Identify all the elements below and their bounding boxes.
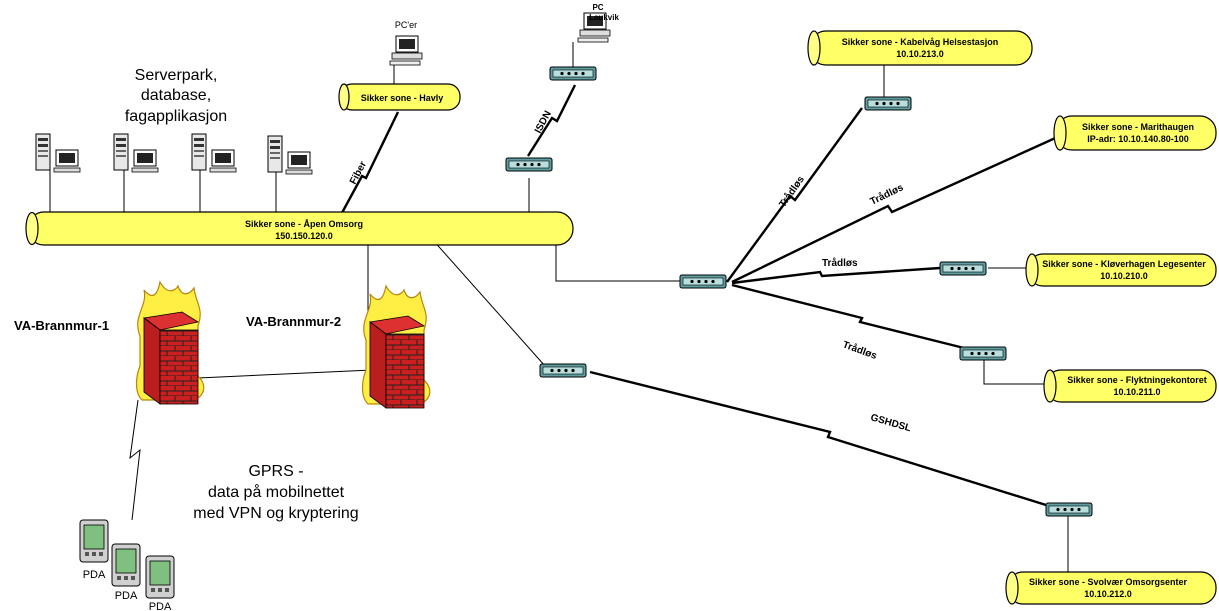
gshdsl-label: GSHDSL bbox=[869, 412, 912, 434]
zone-flyktning: Sikker sone - Flyktningekontoret 10.10.2… bbox=[1043, 369, 1217, 403]
bus-to-gshdsl-modem-link bbox=[423, 229, 546, 367]
zone-havly: Sikker sone - Havly bbox=[338, 83, 461, 111]
firewall-2-label: VA-Brannmur-2 bbox=[246, 314, 341, 329]
wireless-flyktning bbox=[731, 283, 965, 350]
modem-kloverhagen-icon bbox=[939, 261, 987, 276]
pda-2-icon bbox=[111, 543, 141, 587]
fiber-link bbox=[335, 111, 400, 223]
pda-3-icon bbox=[145, 555, 175, 599]
svg-text:fagapplikasjon: fagapplikasjon bbox=[125, 108, 227, 125]
zone-kloverhagen-ip: 10.10.210.0 bbox=[1100, 271, 1148, 281]
fiber-label: Fiber bbox=[348, 160, 369, 187]
zone-havly-name: Sikker sone - Havly bbox=[361, 93, 444, 103]
laukvik-label-2: Laukvik bbox=[589, 13, 619, 22]
modem-svolvaer-icon bbox=[1045, 502, 1093, 517]
firewall-1-icon bbox=[135, 281, 205, 405]
modem-isdn-local-icon bbox=[505, 157, 553, 172]
gprs-link bbox=[129, 399, 141, 521]
server-1-icon bbox=[35, 133, 81, 173]
pda-3-label: PDA bbox=[149, 601, 172, 611]
modem-gshdsl-local-icon bbox=[539, 363, 587, 378]
modem-kabelvag-icon bbox=[864, 96, 912, 111]
server-2-icon bbox=[113, 133, 159, 173]
svg-text:Serverpark,: Serverpark, bbox=[135, 67, 218, 84]
zone-flyktning-name: Sikker sone - Flyktningekontoret bbox=[1067, 375, 1207, 385]
main-bus-cylinder: Sikker sone - Åpen Omsorg 150.150.120.0 bbox=[25, 211, 574, 246]
zone-marithaugen-name: Sikker sone - Marithaugen bbox=[1082, 122, 1194, 132]
main-bus-name: Sikker sone - Åpen Omsorg bbox=[245, 219, 363, 229]
zone-kloverhagen-name: Sikker sone - Kløverhagen Legesenter bbox=[1042, 259, 1206, 269]
svg-text:GPRS -: GPRS - bbox=[248, 463, 303, 480]
wireless-kabelvag bbox=[726, 107, 863, 283]
isdn-link bbox=[526, 84, 577, 157]
pcer-label: PC'er bbox=[395, 20, 417, 30]
pda-1-label: PDA bbox=[83, 569, 106, 581]
zone-svolvaer-ip: 10.10.212.0 bbox=[1084, 589, 1132, 599]
server-park-label: Serverpark, database, fagapplikasjon bbox=[125, 67, 227, 125]
server-3-icon bbox=[191, 133, 237, 173]
main-bus-ip: 150.150.120.0 bbox=[275, 231, 333, 241]
wireless-kloverhagen bbox=[731, 266, 941, 285]
zone-flyktning-ip: 10.10.211.0 bbox=[1113, 387, 1160, 397]
pc-havly-icon bbox=[389, 35, 423, 66]
pda-1-icon bbox=[79, 519, 109, 563]
zone-marithaugen-ip: IP-adr: 10.10.140.80-100 bbox=[1087, 134, 1189, 144]
wireless-marithaugen bbox=[731, 133, 1063, 284]
modem-isdn-remote-icon bbox=[549, 66, 597, 81]
tradlos-3-label: Trådløs bbox=[822, 257, 858, 269]
gshdsl-link bbox=[589, 370, 1047, 507]
zone-kloverhagen: Sikker sone - Kløverhagen Legesenter 10.… bbox=[1025, 253, 1217, 287]
laukvik-label-1: PC bbox=[592, 3, 603, 12]
tradlos-2-label: Trådløs bbox=[868, 181, 906, 208]
zone-kabelvag-ip: 10.10.213.0 bbox=[896, 49, 944, 59]
zone-kabelvag-name: Sikker sone - Kabelvåg Helsestasjon bbox=[842, 37, 999, 47]
pda-2-label: PDA bbox=[115, 590, 138, 602]
tradlos-4-label: Trådløs bbox=[841, 339, 879, 363]
zone-marithaugen: Sikker sone - Marithaugen IP-adr: 10.10.… bbox=[1053, 115, 1217, 151]
zone-svolvaer-name: Sikker sone - Svolvær Omsorgsenter bbox=[1029, 577, 1188, 587]
zone-svolvaer: Sikker sone - Svolvær Omsorgsenter 10.10… bbox=[1005, 571, 1217, 605]
firewall-1-label: VA-Brannmur-1 bbox=[14, 318, 109, 333]
zone-kabelvag: Sikker sone - Kabelvåg Helsestasjon 10.1… bbox=[807, 30, 1033, 66]
svg-text:data på mobilnettet: data på mobilnettet bbox=[208, 483, 345, 501]
isdn-label: ISDN bbox=[533, 109, 554, 135]
fw1-fw2-link bbox=[197, 369, 373, 379]
bus-to-hub-link bbox=[548, 234, 680, 282]
firewall-2-icon bbox=[361, 285, 431, 409]
server-4-icon bbox=[267, 135, 313, 175]
modem-flyktning-icon bbox=[959, 346, 1007, 361]
gprs-label: GPRS - data på mobilnettet med VPN og kr… bbox=[193, 463, 358, 522]
modem-hub-icon bbox=[679, 274, 727, 289]
svg-text:database,: database, bbox=[141, 87, 211, 104]
svg-text:med VPN og kryptering: med VPN og kryptering bbox=[193, 505, 358, 522]
